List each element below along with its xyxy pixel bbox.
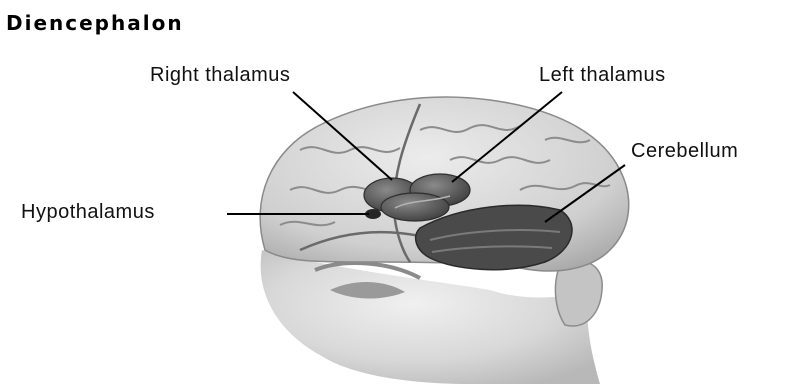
label-left-thalamus: Left thalamus [539, 64, 666, 87]
diagram-title: Diencephalon [6, 11, 184, 35]
label-cerebellum: Cerebellum [631, 140, 738, 163]
label-hypothalamus: Hypothalamus [21, 201, 155, 224]
label-right-thalamus: Right thalamus [150, 64, 290, 87]
